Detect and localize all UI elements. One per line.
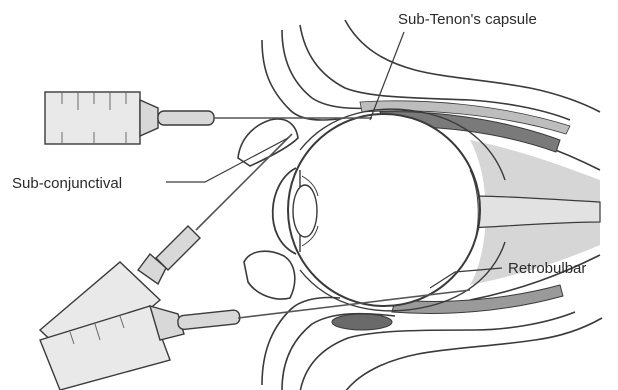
needle-hub <box>158 111 214 125</box>
needle-hub <box>177 310 240 330</box>
label-retrobulbar: Retrobulbar <box>508 260 586 277</box>
lower-eyelid <box>244 251 295 299</box>
inferior-oblique-muscle <box>332 314 392 330</box>
label-sub-conjunctival: Sub-conjunctival <box>12 175 122 192</box>
label-sub-tenon: Sub-Tenon's capsule <box>398 11 537 28</box>
eyeball <box>273 109 505 311</box>
needle-hub <box>156 226 200 270</box>
syringe-tip <box>140 100 158 136</box>
lens <box>293 185 317 237</box>
